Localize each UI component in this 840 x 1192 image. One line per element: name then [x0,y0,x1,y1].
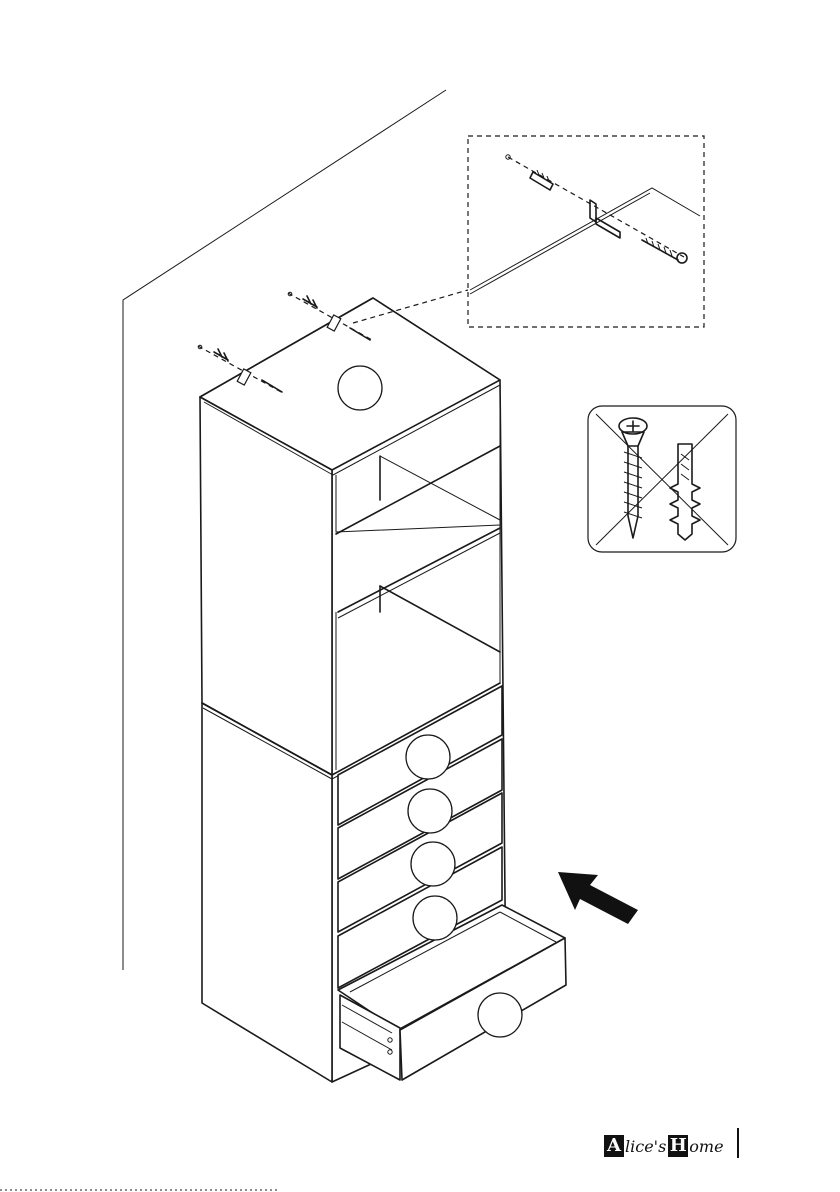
brand-logo: A lice's H ome [604,1130,726,1162]
callout-drawer-1 [406,735,450,779]
callout-drawer-2 [408,789,452,833]
callout-drawer-4 [413,896,457,940]
brand-initial-h: H [668,1135,688,1157]
brand-text-lice: lice's [625,1137,666,1156]
brand-divider [737,1128,739,1158]
push-direction-arrow-icon [558,872,638,924]
callout-drawer-3 [411,842,455,886]
no-screw-no-dowel-icon [588,406,736,552]
brand-initial-a: A [604,1135,624,1157]
callout-top-panel [338,366,382,410]
wall-anchor-detail-icon [353,136,704,327]
brand-text-ome: ome [689,1137,723,1156]
callout-drawer-5 [478,993,522,1037]
